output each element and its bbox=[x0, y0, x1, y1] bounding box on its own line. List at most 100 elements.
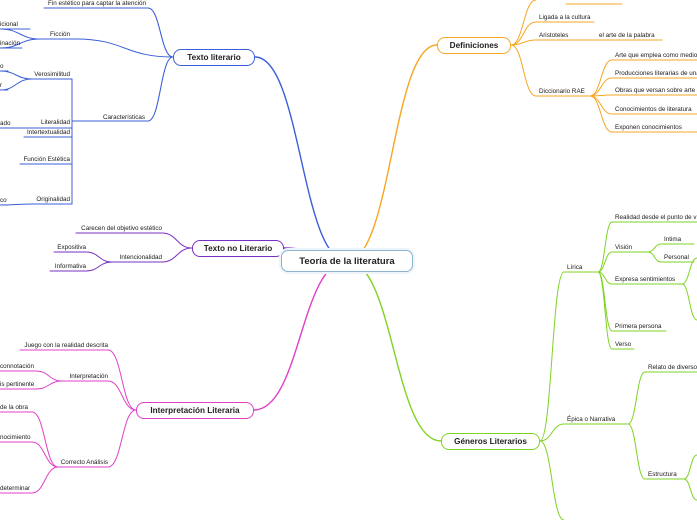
obra-label[interactable]: de la obra bbox=[0, 404, 29, 411]
expositiva-label[interactable]: Expositiva bbox=[57, 244, 86, 251]
vision-label[interactable]: Visión bbox=[615, 244, 633, 251]
lirica-label[interactable]: Lírica bbox=[567, 264, 583, 271]
link-tnl-carecen bbox=[161, 232, 193, 249]
epica-narrativa-label[interactable]: Épica o Narrativa bbox=[567, 416, 616, 423]
link-lirica-realidad bbox=[597, 221, 613, 273]
link-rae-item-2 bbox=[589, 77, 613, 97]
primera-persona-label[interactable]: Primera persona bbox=[615, 323, 662, 330]
originalidad-child-label[interactable]: co bbox=[0, 197, 7, 204]
literalidad-child-label[interactable]: ado bbox=[0, 120, 11, 127]
link-correcto-obra bbox=[31, 411, 59, 468]
link-def-aristoteles bbox=[510, 39, 537, 46]
pertinente-label[interactable]: is pertinente bbox=[0, 381, 35, 388]
link-rae-item-1 bbox=[589, 59, 613, 97]
ficcion-child-2-label[interactable]: inación bbox=[0, 40, 20, 47]
link-vero-child-1 bbox=[0, 70, 33, 80]
link-il-interpretacion bbox=[107, 380, 137, 411]
rae-item-4-label[interactable]: Conocimientos de literatura bbox=[615, 106, 692, 113]
link-ficcion-child-1 bbox=[0, 28, 41, 40]
link-lirica-primera bbox=[597, 271, 613, 332]
interpretacion-literaria-node[interactable]: Interpretación Literaria bbox=[136, 402, 254, 419]
link-interp-pertinente bbox=[35, 380, 63, 390]
verosimilitud-child-1-label[interactable]: o bbox=[0, 63, 4, 70]
aristoteles-label[interactable]: Aristoteles bbox=[539, 32, 569, 39]
originalidad-label[interactable]: Originalidad bbox=[36, 196, 70, 203]
verosimilitud-child-2-label[interactable]: r bbox=[0, 82, 3, 89]
connotacion-label[interactable]: connotación bbox=[0, 363, 34, 370]
link-central-texto-literario bbox=[254, 56, 348, 262]
texto-literario-node[interactable]: Texto literario bbox=[173, 49, 255, 66]
rae-item-3-label[interactable]: Obras que versan sobre arte c bbox=[615, 87, 697, 94]
link-tl-ficcion bbox=[75, 38, 174, 58]
relato-label[interactable]: Relato de diversos bbox=[648, 364, 697, 371]
link-il-juego bbox=[107, 349, 137, 411]
link-def-rae bbox=[510, 44, 537, 97]
ficcion-child-1-label[interactable]: icional bbox=[0, 21, 18, 28]
link-def-ligada bbox=[510, 21, 537, 46]
caracteristicas-label[interactable]: Características bbox=[103, 114, 145, 121]
expresa-sentimientos-label[interactable]: Expresa sentimientos bbox=[615, 276, 676, 283]
link-int-expositiva bbox=[85, 251, 113, 263]
link-gen-bottom bbox=[539, 440, 565, 520]
link-lirica-vision bbox=[597, 251, 613, 273]
link-vision-personal bbox=[647, 251, 662, 263]
intima-label[interactable]: Intima bbox=[664, 236, 682, 243]
personal-label[interactable]: Personal bbox=[664, 254, 689, 261]
realidad-label[interactable]: Realidad desde el punto de vi bbox=[615, 214, 697, 221]
link-lirica-expresa bbox=[597, 271, 613, 285]
link-expresa-out-1 bbox=[681, 257, 697, 285]
link-expresa-out-2 bbox=[681, 283, 697, 321]
fin-estetico-label[interactable]: Fin estético para captar la atención bbox=[47, 0, 146, 7]
generos-literarios-node[interactable]: Géneros Literarios bbox=[441, 433, 540, 450]
rae-item-5-label[interactable]: Exponen conocimientos bbox=[615, 124, 682, 131]
link-gen-lirica bbox=[539, 271, 565, 442]
link-lirica-verso bbox=[597, 271, 613, 350]
link-tl-fin bbox=[147, 7, 174, 58]
link-estructura-out-1 bbox=[683, 454, 697, 480]
diccionario-rae-label[interactable]: Diccionario RAE bbox=[539, 88, 585, 95]
informativa-label[interactable]: Informativa bbox=[54, 263, 86, 270]
carecen-label[interactable]: Carecen del objetivo estético bbox=[81, 225, 162, 232]
determinar-label[interactable]: determinar bbox=[0, 485, 31, 492]
intertextualidad-label[interactable]: Intertextualidad bbox=[26, 129, 70, 136]
link-interp-connotacion bbox=[35, 370, 63, 382]
central-topic-node[interactable]: Teoría de la literatura bbox=[281, 250, 413, 272]
link-vero-child-2 bbox=[0, 78, 33, 91]
link-int-informativa bbox=[85, 261, 113, 272]
link-def-top bbox=[510, 0, 537, 46]
ligada-cultura-label[interactable]: Ligada a la cultura bbox=[539, 14, 591, 21]
texto-no-literario-node[interactable]: Texto no Literario bbox=[192, 240, 284, 257]
link-central-definiciones bbox=[346, 44, 438, 262]
link-tnl-intencionalidad bbox=[161, 247, 193, 263]
funcion-estetica-label[interactable]: Función Estética bbox=[23, 156, 70, 163]
ficcion-label[interactable]: Ficción bbox=[50, 31, 70, 38]
link-estructura-out-2 bbox=[683, 478, 697, 501]
link-correcto-conocimiento bbox=[31, 441, 59, 468]
rae-item-2-label[interactable]: Producciones literarias de una bbox=[615, 70, 697, 77]
verosimilitud-label[interactable]: Verosimilitud bbox=[34, 71, 70, 78]
conocimiento-label[interactable]: nocimiento bbox=[0, 434, 31, 441]
link-correcto-determinar bbox=[31, 466, 59, 494]
rae-item-1-label[interactable]: Arte que emplea como medio bbox=[615, 52, 697, 59]
link-il-correcto bbox=[107, 409, 137, 468]
link-rae-item-4 bbox=[589, 95, 613, 115]
link-epica-estructura bbox=[627, 423, 646, 480]
link-central-interpretacion bbox=[253, 260, 348, 411]
correcto-analisis-label[interactable]: Correcto Análisis bbox=[60, 459, 108, 466]
link-central-generos bbox=[346, 260, 442, 442]
literalidad-label[interactable]: Literalidad bbox=[40, 119, 70, 126]
definiciones-node[interactable]: Definiciones bbox=[437, 37, 511, 54]
arte-palabra-label[interactable]: el arte de la palabra bbox=[599, 32, 655, 39]
link-vision-intima bbox=[647, 243, 662, 253]
link-gen-epica bbox=[539, 423, 565, 442]
juego-label[interactable]: Juego con la realidad descrita bbox=[24, 342, 108, 349]
link-tl-caracteristicas bbox=[147, 56, 174, 122]
link-epica-relato bbox=[627, 371, 646, 425]
link-rae-item-5 bbox=[589, 95, 613, 133]
verso-label[interactable]: Verso bbox=[615, 341, 632, 348]
intencionalidad-label[interactable]: Intencionalidad bbox=[119, 254, 162, 261]
estructura-label[interactable]: Estructura bbox=[648, 471, 677, 478]
interpretacion-label[interactable]: Interpretación bbox=[69, 373, 108, 380]
